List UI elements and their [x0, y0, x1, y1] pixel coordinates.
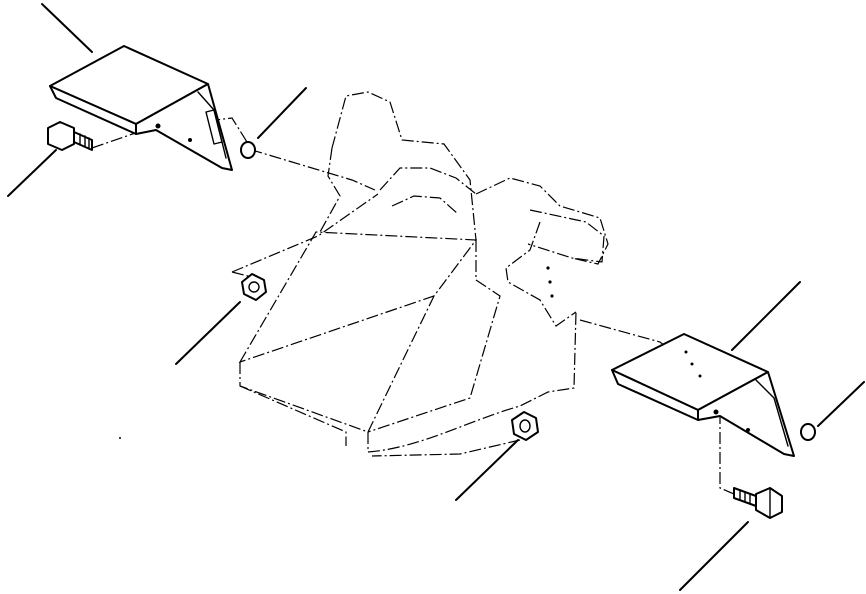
right-cover-plate — [611, 333, 795, 457]
frame-front-face — [239, 295, 435, 433]
center-nut — [511, 411, 539, 441]
left-bolt-shank — [73, 131, 93, 151]
frame-hole-2 — [548, 280, 552, 284]
right-cover-side — [697, 371, 795, 457]
main-frame — [238, 91, 609, 453]
right-cover-mark-3 — [698, 374, 702, 378]
frame-cylinder — [527, 209, 605, 263]
frame-side-face — [367, 240, 501, 433]
leader-left-nut — [175, 301, 241, 365]
right-cover-mark-2 — [690, 362, 694, 366]
center-nut-body — [511, 411, 539, 441]
left-bolt-thread — [79, 133, 90, 150]
left-cover-side — [135, 83, 233, 171]
leader-left-washer — [257, 87, 307, 139]
stray-mark — [119, 437, 121, 439]
assembly-centerlines — [91, 117, 749, 501]
right-cover-mark-1 — [684, 350, 688, 354]
frame-right-arm — [475, 177, 609, 265]
centerline-center-nut — [371, 439, 521, 457]
left-nut-body — [241, 273, 267, 301]
frame-left-edge — [239, 385, 347, 446]
center-nut-hole — [519, 419, 531, 433]
leader-lines — [7, 3, 865, 591]
right-bolt-thread — [739, 489, 751, 505]
right-cover-side-flange — [755, 379, 789, 447]
right-cover-hole-2 — [746, 428, 750, 432]
right-bolt — [733, 487, 783, 519]
left-cover-slot — [205, 109, 223, 145]
left-cover-hole-1 — [155, 123, 161, 129]
centerline-left-nut — [231, 193, 379, 273]
right-washer — [800, 423, 816, 441]
leader-right-bolt — [679, 521, 749, 591]
leader-left-bolt — [7, 149, 57, 197]
leader-right-cover — [731, 281, 801, 351]
frame-upper-tower — [331, 91, 477, 241]
frame-right-arm-lower — [505, 221, 577, 327]
left-cover-hole-2 — [188, 138, 192, 142]
frame-tower-left — [319, 147, 341, 233]
right-cover-hole-1 — [713, 409, 719, 415]
frame-hole-1 — [546, 266, 550, 270]
frame-arm-lower — [391, 195, 459, 215]
leader-left-cover — [41, 3, 93, 53]
leader-center-nut — [455, 439, 519, 501]
leader-right-washer — [817, 381, 865, 427]
centerline-right-cover — [579, 319, 721, 389]
frame-bolt-holes — [546, 266, 554, 298]
left-bolt-head — [47, 121, 75, 151]
frame-hole-3 — [550, 294, 554, 298]
frame-arm-inner — [379, 167, 477, 195]
left-nut — [241, 273, 267, 301]
left-cover-plate — [49, 45, 233, 171]
frame-bottom-curve — [367, 311, 577, 453]
left-bolt — [47, 121, 93, 151]
left-washer — [240, 141, 256, 159]
right-bolt-head — [755, 487, 783, 519]
left-nut-hole — [248, 281, 260, 293]
frame-body-outline — [238, 231, 478, 364]
